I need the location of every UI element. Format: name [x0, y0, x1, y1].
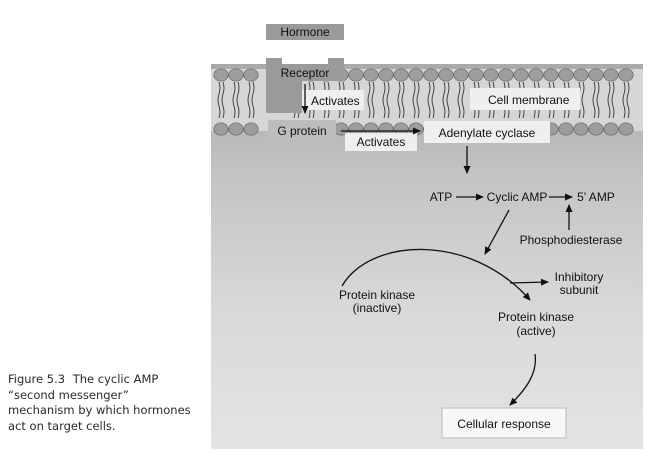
activates-2-label: Activates [357, 135, 406, 149]
inhibitory-line1: Inhibitory [555, 270, 604, 284]
phospholipid-head [513, 68, 529, 82]
activates-label-box [302, 90, 364, 110]
pk-inactive-line2: (inactive) [353, 301, 402, 315]
phospholipid-head [408, 68, 424, 82]
pk-inactive-line1: Protein kinase [339, 288, 415, 302]
phospholipid-tail [607, 81, 611, 119]
adenylate-cyclase-label: Adenylate cyclase [439, 126, 536, 140]
phospholipid-head [228, 68, 244, 82]
phospholipid-head [573, 68, 589, 82]
phosphodiesterase-label: Phosphodiesterase [520, 233, 623, 247]
phospholipid-tail [592, 81, 596, 119]
arrow-kinase-to-response [509, 353, 537, 406]
arrow-to-inhibitory-subunit [509, 278, 549, 286]
phospholipid-head [483, 68, 499, 82]
phospholipid-tail [382, 81, 386, 119]
figure-caption: Figure 5.3 The cyclic AMP “second messen… [8, 372, 198, 434]
phospholipid-tail [412, 81, 416, 119]
phospholipid-head [348, 68, 364, 82]
receptor-label: Receptor [281, 66, 330, 80]
phospholipid-head [243, 122, 259, 136]
phospholipid-tail [622, 81, 626, 119]
hormone-box [266, 24, 344, 40]
phospholipid-head [588, 122, 604, 136]
phospholipid-head [363, 68, 379, 82]
phospholipid-tail [221, 81, 225, 119]
phospholipid-head [573, 122, 589, 136]
phospholipid-tail [251, 81, 255, 119]
phospholipid-tail [442, 81, 446, 119]
phospholipid-head [543, 68, 559, 82]
g-protein-label: G protein [277, 124, 326, 138]
phospholipid-tail [461, 81, 465, 119]
phospholipid-tail [581, 81, 585, 119]
phospholipid-head [498, 68, 514, 82]
inhibitory-line2: subunit [560, 283, 599, 297]
phospholipid-head [393, 68, 409, 82]
pk-active-line2: (active) [516, 324, 555, 338]
cell-membrane-label-box [470, 88, 580, 110]
phospholipid-tail [386, 81, 390, 119]
phospholipid-head [558, 68, 574, 82]
phospholipid-tail [427, 81, 431, 119]
phospholipid-tail [371, 81, 375, 119]
arrow-kinase-activation-curve [341, 248, 531, 301]
figure-caption-text: The cyclic AMP “second messenger” mechan… [8, 372, 191, 433]
phospholipid-tail [611, 81, 615, 119]
g-protein-box [268, 120, 336, 140]
activates-2-label-box [345, 133, 417, 151]
phospholipid-tail [401, 81, 405, 119]
phospholipid-tail [416, 81, 420, 119]
phospholipid-head [528, 68, 544, 82]
phospholipid-tail [247, 81, 251, 119]
phospholipid-tail [367, 81, 371, 119]
phospholipid-head [603, 68, 619, 82]
figure-label: Figure 5.3 [8, 372, 66, 386]
phospholipid-head [423, 68, 439, 82]
phospholipid-head [438, 68, 454, 82]
phospholipid-tail [626, 81, 630, 119]
phospholipid-head [603, 122, 619, 136]
phospholipid-head [618, 68, 634, 82]
cellular-response-box [441, 407, 567, 439]
cyclic-amp-label: Cyclic AMP [487, 190, 548, 204]
atp-label: ATP [430, 190, 452, 204]
cellular-response-label: Cellular response [457, 417, 551, 431]
phospholipid-head [558, 122, 574, 136]
phospholipid-tail [236, 81, 240, 119]
hormone-label: Hormone [280, 25, 330, 39]
phospholipid-tail [217, 81, 221, 119]
receptor-box [266, 64, 344, 81]
phospholipid-tail [596, 81, 600, 119]
phospholipid-tail [431, 81, 435, 119]
phospholipid-head [378, 68, 394, 82]
phospholipid-tail [446, 81, 450, 119]
phospholipid-tail [457, 81, 461, 119]
cell-membrane-label: Cell membrane [488, 93, 570, 107]
pk-active-line1: Protein kinase [498, 310, 574, 324]
adenylate-cyclase-box [424, 121, 550, 143]
phospholipid-head [243, 68, 259, 82]
phospholipid-head [468, 68, 484, 82]
phospholipid-head [228, 122, 244, 136]
phospholipid-tail [232, 81, 236, 119]
5-amp-label: 5' AMP [577, 190, 615, 204]
phospholipid-head [453, 68, 469, 82]
phospholipid-tail [397, 81, 401, 119]
phospholipid-head [618, 122, 634, 136]
phospholipid-head [588, 68, 604, 82]
phospholipid-head [213, 68, 229, 82]
arrow-camp-to-kinase [484, 209, 510, 255]
phospholipid-head [213, 122, 229, 136]
receptor-stem [266, 81, 302, 113]
activates-label: Activates [311, 94, 360, 108]
